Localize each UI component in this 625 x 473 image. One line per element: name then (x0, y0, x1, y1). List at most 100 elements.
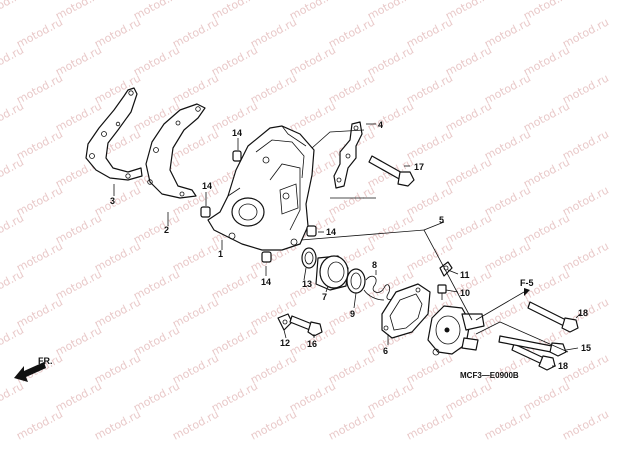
label-part-4: 4 (378, 120, 383, 130)
watermark-text: motod.ru (53, 43, 104, 78)
watermark-text: motod.ru (209, 43, 260, 78)
watermark-text: motod.ru (131, 211, 182, 246)
watermark-text: motod.ru (404, 71, 455, 106)
leader-lines (113, 123, 581, 367)
watermark-text: motod.ru (326, 183, 377, 218)
label-front-direction: FR. (38, 356, 53, 366)
label-f5-reference: F-5 (520, 278, 534, 288)
watermark-text: motod.ru (443, 0, 494, 23)
watermark-text: motod.ru (326, 407, 377, 442)
watermark-text: motod.ru (482, 127, 533, 162)
watermark-text: motod.ru (131, 323, 182, 358)
part-8-spring (363, 275, 395, 301)
watermark-text: motod.ru (404, 351, 455, 386)
watermark-text: motod.ru (0, 43, 26, 78)
watermark-text: motod.ru (0, 0, 26, 23)
diagram-code: MCF3—E0900B (460, 371, 519, 380)
watermark-text: motod.ru (287, 99, 338, 134)
watermark-text: motod.ru (170, 239, 221, 274)
watermark-text: motod.ru (560, 15, 611, 50)
label-part-14: 14 (261, 277, 271, 287)
watermark-text: motod.ru (443, 99, 494, 134)
label-part-15: 15 (581, 343, 591, 353)
label-part-5: 5 (439, 215, 444, 225)
label-part-18: 18 (578, 308, 588, 318)
watermark-text: motod.ru (287, 43, 338, 78)
watermark-text: motod.ru (53, 211, 104, 246)
watermark-text: motod.ru (14, 183, 65, 218)
watermark-text: motod.ru (248, 71, 299, 106)
watermark-text: motod.ru (365, 99, 416, 134)
label-part-10: 10 (460, 288, 470, 298)
part-10-screw (437, 284, 447, 300)
watermark-text: motod.ru (14, 71, 65, 106)
part-18-bolts (511, 301, 579, 371)
watermark-text: motod.ru (365, 211, 416, 246)
dowel-pins (200, 150, 317, 263)
label-part-11: 11 (460, 270, 470, 280)
watermark-text: motod.ru (482, 183, 533, 218)
watermark-text: motod.ru (521, 379, 572, 414)
label-part-17: 17 (414, 162, 424, 172)
watermark-text: motod.ru (53, 379, 104, 414)
watermark-text: motod.ru (53, 99, 104, 134)
watermark-text: motod.ru (0, 323, 26, 358)
watermark-text: motod.ru (0, 99, 26, 134)
label-part-14: 14 (202, 181, 212, 191)
watermark-text: motod.ru (170, 295, 221, 330)
part-2-gasket (145, 103, 206, 199)
watermark-text: motod.ru (14, 15, 65, 50)
watermark-text: motod.ru (0, 267, 26, 302)
watermark-text: motod.ru (443, 43, 494, 78)
watermark-text: motod.ru (14, 127, 65, 162)
front-arrow-icon (14, 362, 46, 382)
watermark-text: motod.ru (560, 407, 611, 442)
watermark-text: motod.ru (0, 155, 26, 190)
label-part-9: 9 (350, 309, 355, 319)
watermark-text: motod.ru (92, 407, 143, 442)
watermark-text: motod.ru (209, 0, 260, 23)
label-part-7: 7 (322, 292, 327, 302)
watermark-text: motod.ru (92, 15, 143, 50)
watermark-text: motod.ru (287, 379, 338, 414)
watermark-text: motod.ru (92, 183, 143, 218)
part-7-housing (315, 255, 349, 291)
label-part-14: 14 (232, 128, 242, 138)
label-part-16: 16 (307, 339, 317, 349)
part-3-gasket (85, 87, 143, 181)
watermark-text: motod.ru (248, 295, 299, 330)
part-labels: 14 14 14 14 3 2 1 4 17 5 8 13 7 9 11 10 … (38, 120, 591, 380)
part-1-cover (207, 125, 315, 251)
watermark-text: motod.ru (443, 211, 494, 246)
watermark-text: motod.ru (170, 71, 221, 106)
watermark-text: motod.ru (170, 351, 221, 386)
part-13-seal (301, 247, 317, 269)
part-6-gasket (381, 283, 431, 339)
watermark-text: motod.ru (521, 211, 572, 246)
watermark-text: motod.ru (209, 379, 260, 414)
watermark-text: motod.ru (92, 71, 143, 106)
watermark-text: motod.ru (131, 43, 182, 78)
watermark-text: motod.ru (209, 267, 260, 302)
label-part-6: 6 (383, 346, 388, 356)
watermark-text: motod.ru (521, 99, 572, 134)
watermark-text: motod.ru (521, 43, 572, 78)
label-part-3: 3 (110, 196, 115, 206)
watermark-text: motod.ru (404, 183, 455, 218)
watermark-text: motod.ru (482, 71, 533, 106)
watermark-text: motod.ru (53, 267, 104, 302)
watermark-text: motod.ru (326, 351, 377, 386)
label-part-8: 8 (372, 260, 377, 270)
label-part-12: 12 (280, 338, 290, 348)
watermark-text: motod.ru (248, 407, 299, 442)
part-9-oring (346, 268, 366, 294)
watermark-text: motod.ru (560, 127, 611, 162)
label-part-13: 13 (302, 279, 312, 289)
part-17-bolt (368, 155, 415, 187)
watermark-text: motod.ru (482, 407, 533, 442)
watermark-text: motod.ru (131, 0, 182, 23)
watermark-text: motod.ru (443, 155, 494, 190)
watermark-text: motod.ru (482, 15, 533, 50)
part-16-bolt (289, 315, 323, 337)
